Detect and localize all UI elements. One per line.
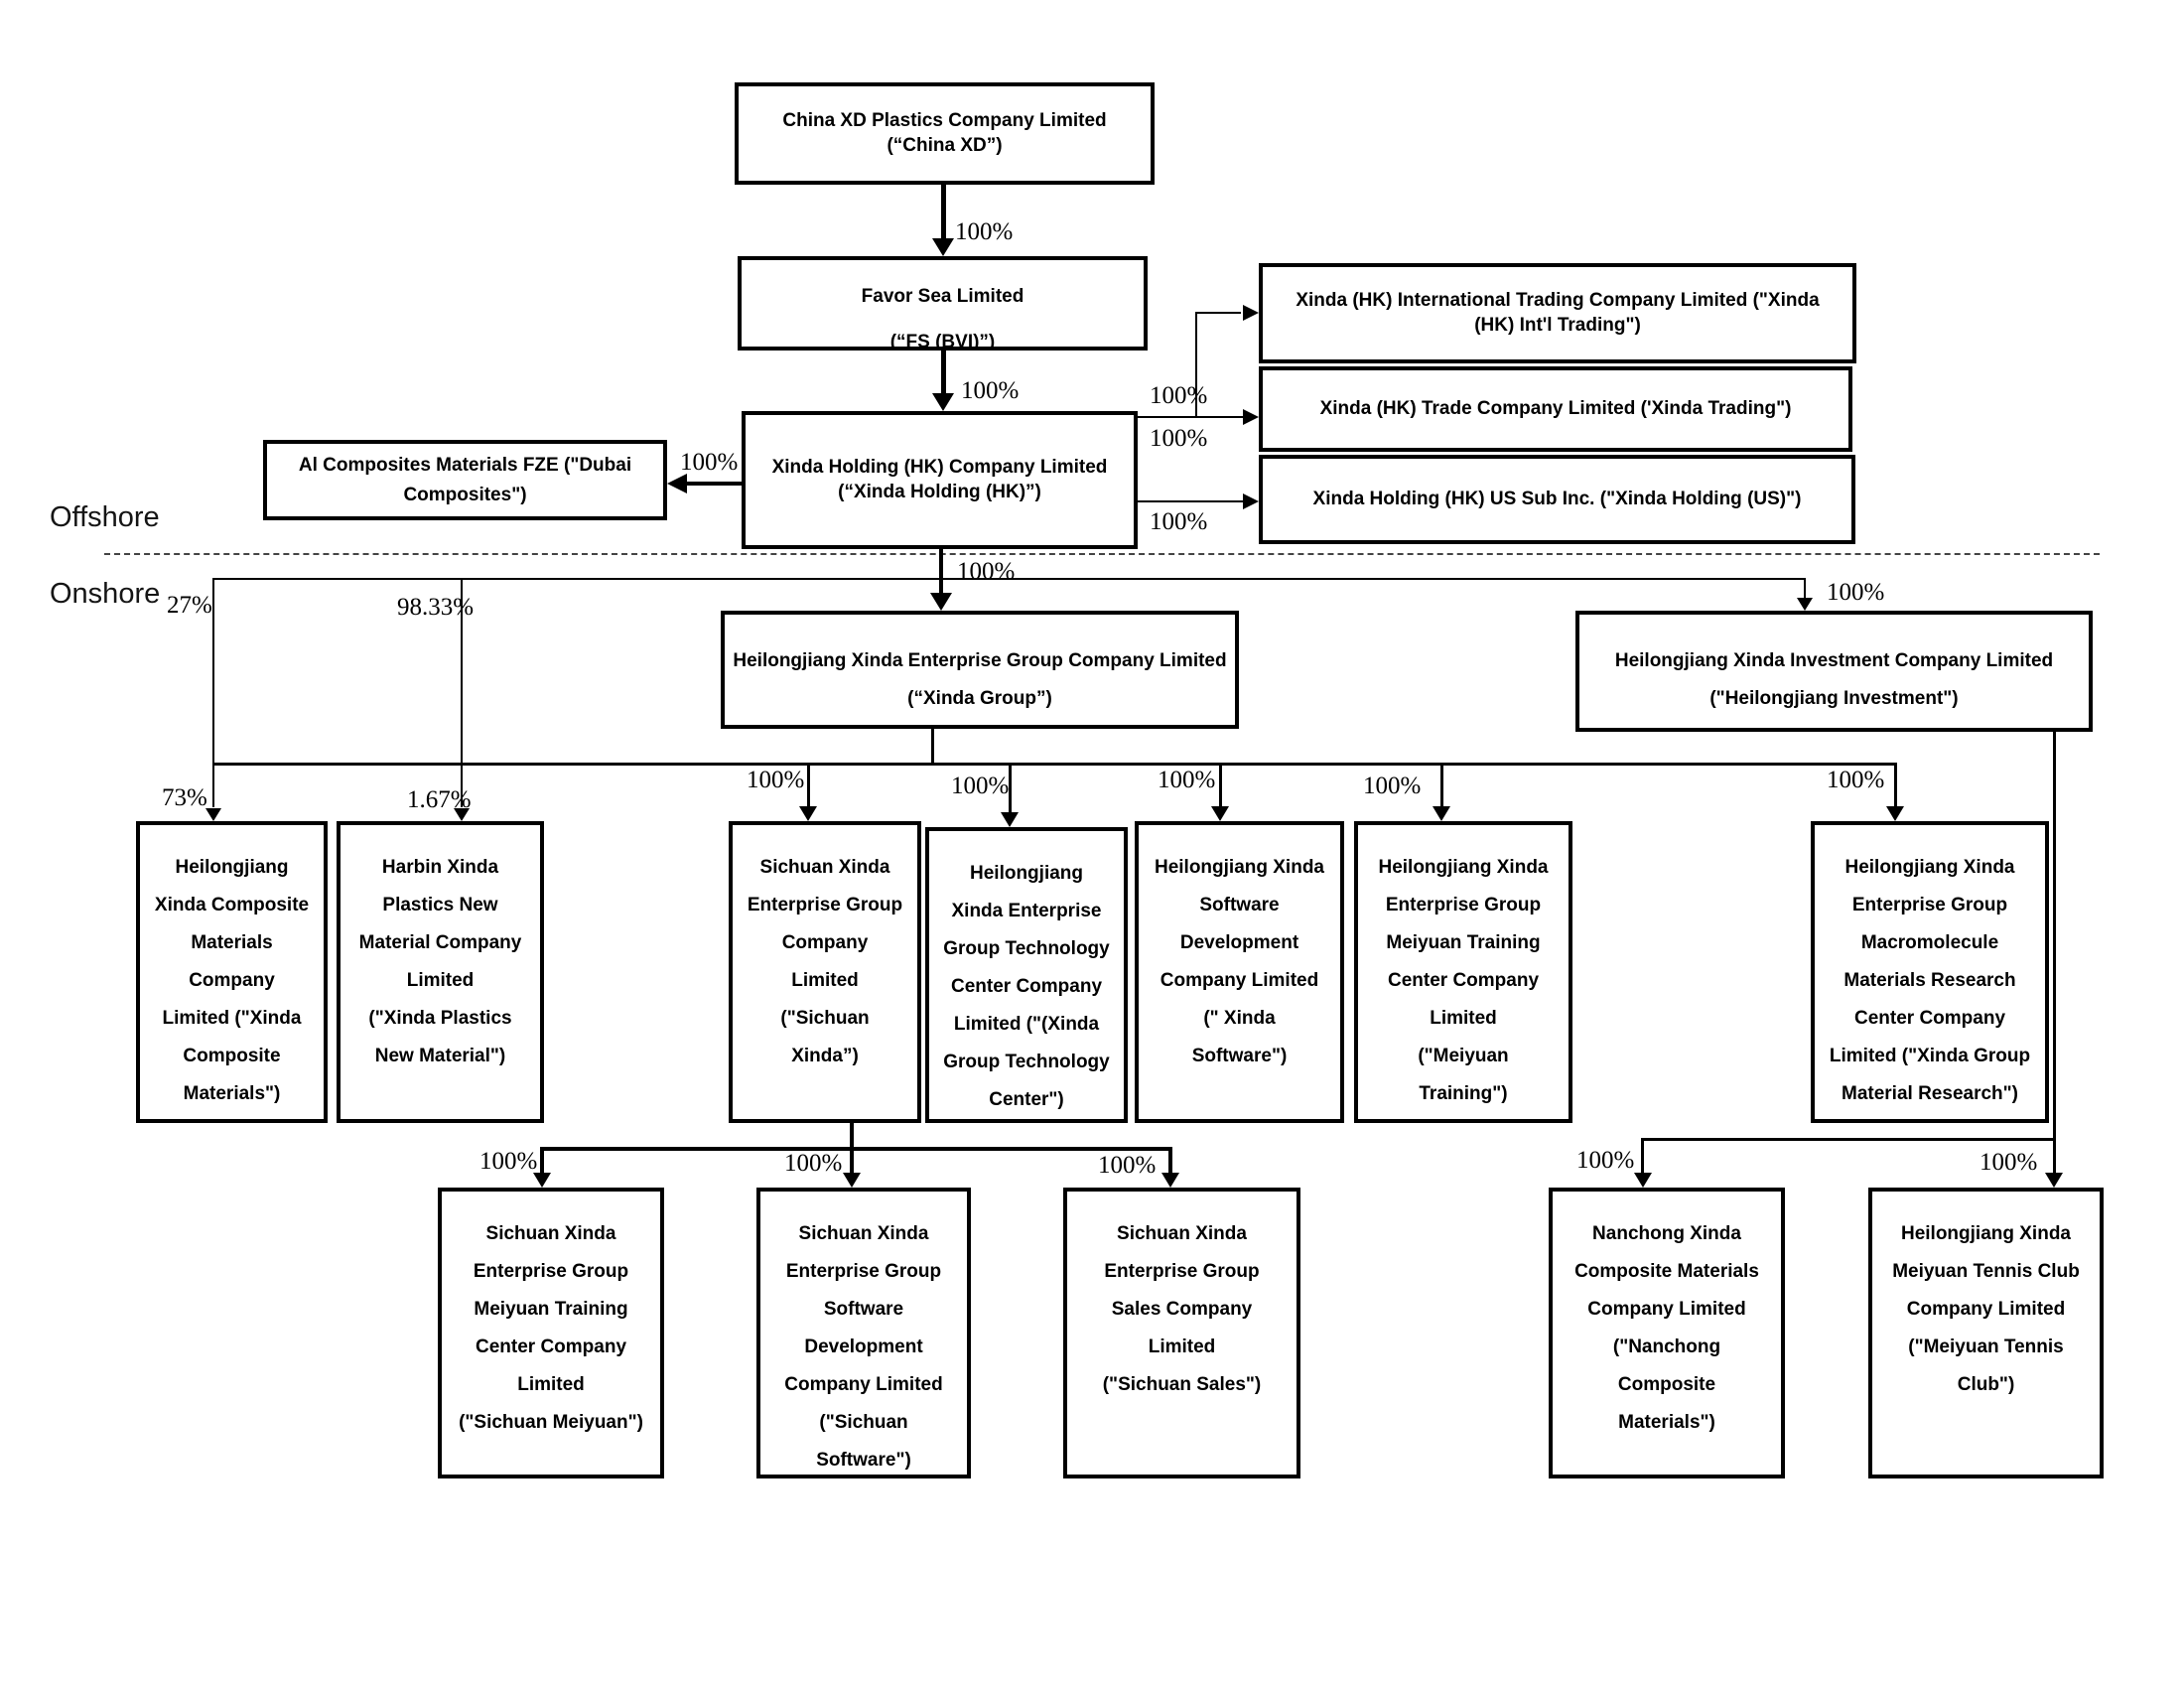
arrowhead-harbin: [454, 808, 470, 821]
node-meiyuan-tennis-club: Heilongjiang Xinda Meiyuan Tennis Club C…: [1868, 1188, 2104, 1478]
ownership-label-techcenter: 100%: [951, 773, 1010, 799]
arrowhead-tennisclub: [2045, 1173, 2063, 1188]
edge-offshore-harbin-9833: [461, 578, 463, 807]
ownership-label-dubai: 100%: [680, 449, 739, 476]
ownership-label-73: 73%: [162, 784, 207, 811]
ownership-label-tennisclub: 100%: [1979, 1149, 2038, 1176]
arrowhead-sichuanxinda: [799, 806, 817, 821]
arrowhead-meiyuantraining: [1433, 806, 1450, 821]
offshore-label: Offshore: [50, 501, 160, 533]
node-xinda-holding-us-sub: Xinda Holding (HK) US Sub Inc. ("Xinda H…: [1259, 455, 1855, 544]
node-china-xd: China XD Plastics Company Limited (“Chin…: [735, 82, 1155, 185]
ownership-label-software: 100%: [1158, 767, 1216, 793]
ownership-label-hk-ussub: 100%: [1150, 508, 1208, 535]
ownership-label-sichuanxinda: 100%: [747, 767, 805, 793]
arrowhead-hk-ussub: [1243, 493, 1259, 509]
edge-drop-sichuansales: [1168, 1147, 1172, 1175]
node-xinda-software: Heilongjiang Xinda Software Development …: [1135, 821, 1344, 1123]
edge-drop-meiyuantraining: [1440, 763, 1443, 808]
arrowhead-hk-intl: [1243, 305, 1259, 321]
ownership-label-sichuanmeiyuan: 100%: [479, 1148, 538, 1175]
arrowhead-dubai: [667, 474, 687, 493]
node-xinda-group-material-research: Heilongjiang Xinda Enterprise Group Macr…: [1811, 821, 2049, 1123]
arrowhead-sichuansales: [1161, 1173, 1179, 1188]
node-favor-sea: Favor Sea Limited (“FS (BVI)”): [738, 256, 1148, 351]
node-sichuan-software: Sichuan Xinda Enterprise Group Software …: [756, 1188, 971, 1478]
ownership-label-chinaxd-favorsea: 100%: [955, 218, 1014, 245]
edge-hk-trade-arm: [1138, 416, 1243, 418]
arrowhead-favorsea: [932, 238, 954, 256]
ownership-label-nanchong: 100%: [1576, 1147, 1635, 1174]
node-xinda-group-technology-center: Heilongjiang Xinda Enterprise Group Tech…: [925, 827, 1128, 1123]
arrowhead-macromolecule: [1886, 806, 1904, 821]
edge-drop-techcenter: [1009, 763, 1012, 814]
ownership-label-sichuansales: 100%: [1098, 1152, 1157, 1179]
arrowhead-software: [1211, 806, 1229, 821]
edge-holding-dubai: [685, 482, 742, 486]
ownership-label-hk-intl: 100%: [1150, 382, 1208, 409]
arrowhead-techcenter: [1001, 812, 1019, 827]
arrowhead-hk-trade: [1243, 409, 1259, 425]
arrowhead-sichuansoftware: [843, 1173, 861, 1188]
node-xinda-composite-materials: Heilongjiang Xinda Composite Materials C…: [136, 821, 328, 1123]
arrowhead-holding: [932, 393, 954, 411]
node-meiyuan-training: Heilongjiang Xinda Enterprise Group Meiy…: [1354, 821, 1572, 1123]
node-sichuan-xinda: Sichuan Xinda Enterprise Group Company L…: [729, 821, 921, 1123]
ownership-label-9833: 98.33%: [397, 594, 475, 621]
node-harbin-xinda-plastics: Harbin Xinda Plastics New Material Compa…: [337, 821, 544, 1123]
node-xinda-group: Heilongjiang Xinda Enterprise Group Comp…: [721, 611, 1239, 729]
edge-hk-intl-arm: [1195, 312, 1241, 314]
node-xinda-hk-intl-trading: Xinda (HK) International Trading Company…: [1259, 263, 1856, 363]
edge-drop-nanchong: [1641, 1138, 1644, 1175]
ownership-label-macromolecule: 100%: [1827, 767, 1885, 793]
node-sichuan-sales: Sichuan Xinda Enterprise Group Sales Com…: [1063, 1188, 1300, 1478]
edge-hk-intl-riser: [1195, 313, 1197, 418]
edge-holding-investment-drop: [1804, 578, 1806, 600]
node-al-composites: Al Composites Materials FZE ("Dubai Comp…: [263, 440, 667, 520]
edge-drop-sichuansoftware: [850, 1147, 854, 1175]
edge-drop-sichuanmeiyuan: [540, 1147, 544, 1175]
ownership-label-investment: 100%: [1827, 579, 1885, 606]
edge-holding-group: [939, 549, 943, 595]
ownership-label-favorsea-holding: 100%: [961, 377, 1020, 404]
edge-sichuan-dropline: [850, 1123, 854, 1149]
edge-investment-crossbar: [1641, 1138, 2056, 1141]
arrowhead-investment: [1797, 598, 1813, 611]
edge-drop-software: [1219, 763, 1222, 808]
edge-group-dropline: [931, 729, 934, 765]
offshore-onshore-divider: [104, 553, 2100, 555]
edge-favorsea-holding: [941, 351, 946, 395]
onshore-label: Onshore: [50, 578, 161, 610]
arrowhead-composite: [205, 808, 221, 821]
node-sichuan-meiyuan: Sichuan Xinda Enterprise Group Meiyuan T…: [438, 1188, 664, 1478]
node-xinda-holding-hk: Xinda Holding (HK) Company Limited (“Xin…: [742, 411, 1138, 549]
edge-chinaxd-favorsea: [941, 185, 946, 240]
edge-offshore-crossbar: [212, 578, 1806, 580]
node-xinda-hk-trade: Xinda (HK) Trade Company Limited ('Xinda…: [1259, 366, 1852, 452]
ownership-label-hk-trade: 100%: [1150, 425, 1208, 452]
edge-offshore-composite-27: [212, 578, 214, 807]
node-heilongjiang-investment: Heilongjiang Xinda Investment Company Li…: [1575, 611, 2093, 732]
node-nanchong-composite-materials: Nanchong Xinda Composite Materials Compa…: [1549, 1188, 1785, 1478]
ownership-label-167: 1.67%: [407, 786, 472, 813]
arrowhead-sichuanmeiyuan: [533, 1173, 551, 1188]
ownership-label-sichuansoftware: 100%: [784, 1150, 843, 1177]
ownership-label-27: 27%: [167, 592, 212, 619]
arrowhead-nanchong: [1634, 1173, 1652, 1188]
ownership-label-xindagroup: 100%: [957, 558, 1016, 585]
edge-investment-dropline: [2053, 732, 2056, 1175]
edge-group-crossbar: [212, 763, 1897, 766]
edge-drop-macromolecule: [1894, 763, 1897, 808]
arrowhead-xindagroup: [930, 593, 952, 611]
edge-sichuan-crossbar: [540, 1147, 1172, 1151]
edge-hk-ussub-arm: [1138, 500, 1243, 502]
ownership-label-meiyuantraining: 100%: [1363, 773, 1422, 799]
edge-drop-sichuanxinda: [807, 763, 810, 808]
